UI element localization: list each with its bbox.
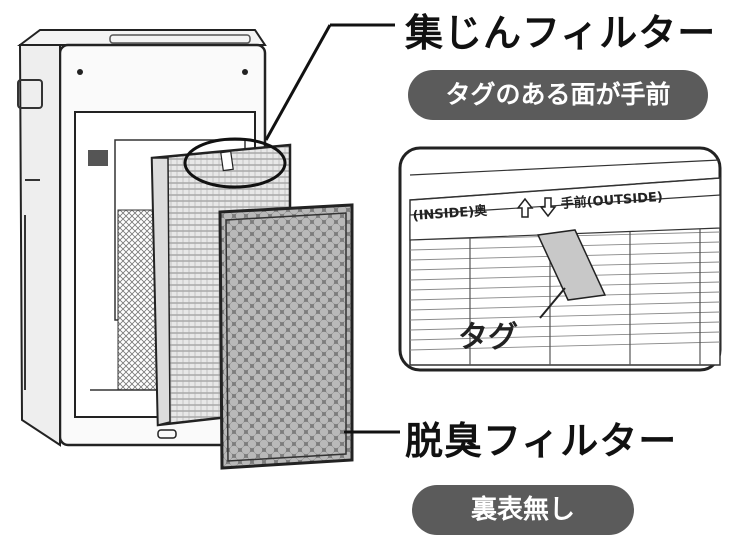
dust-filter-note-pill: タグのある面が手前: [408, 70, 708, 120]
dust-filter-label: 集じんフィルター: [405, 11, 717, 55]
deodorize-filter-note-pill: 裏表無し: [412, 485, 634, 535]
tag-label: タグ: [458, 320, 518, 355]
tag-closeup-inset: [398, 146, 722, 372]
deodorize-filter-illustration: [218, 203, 354, 470]
dust-filter-leader-line: [264, 24, 332, 141]
up-arrow-icon: [516, 197, 534, 218]
tag-highlight-ellipse: [183, 137, 287, 189]
down-arrow-icon: [539, 197, 557, 218]
deodorize-filter-label: 脱臭フィルター: [405, 419, 678, 463]
